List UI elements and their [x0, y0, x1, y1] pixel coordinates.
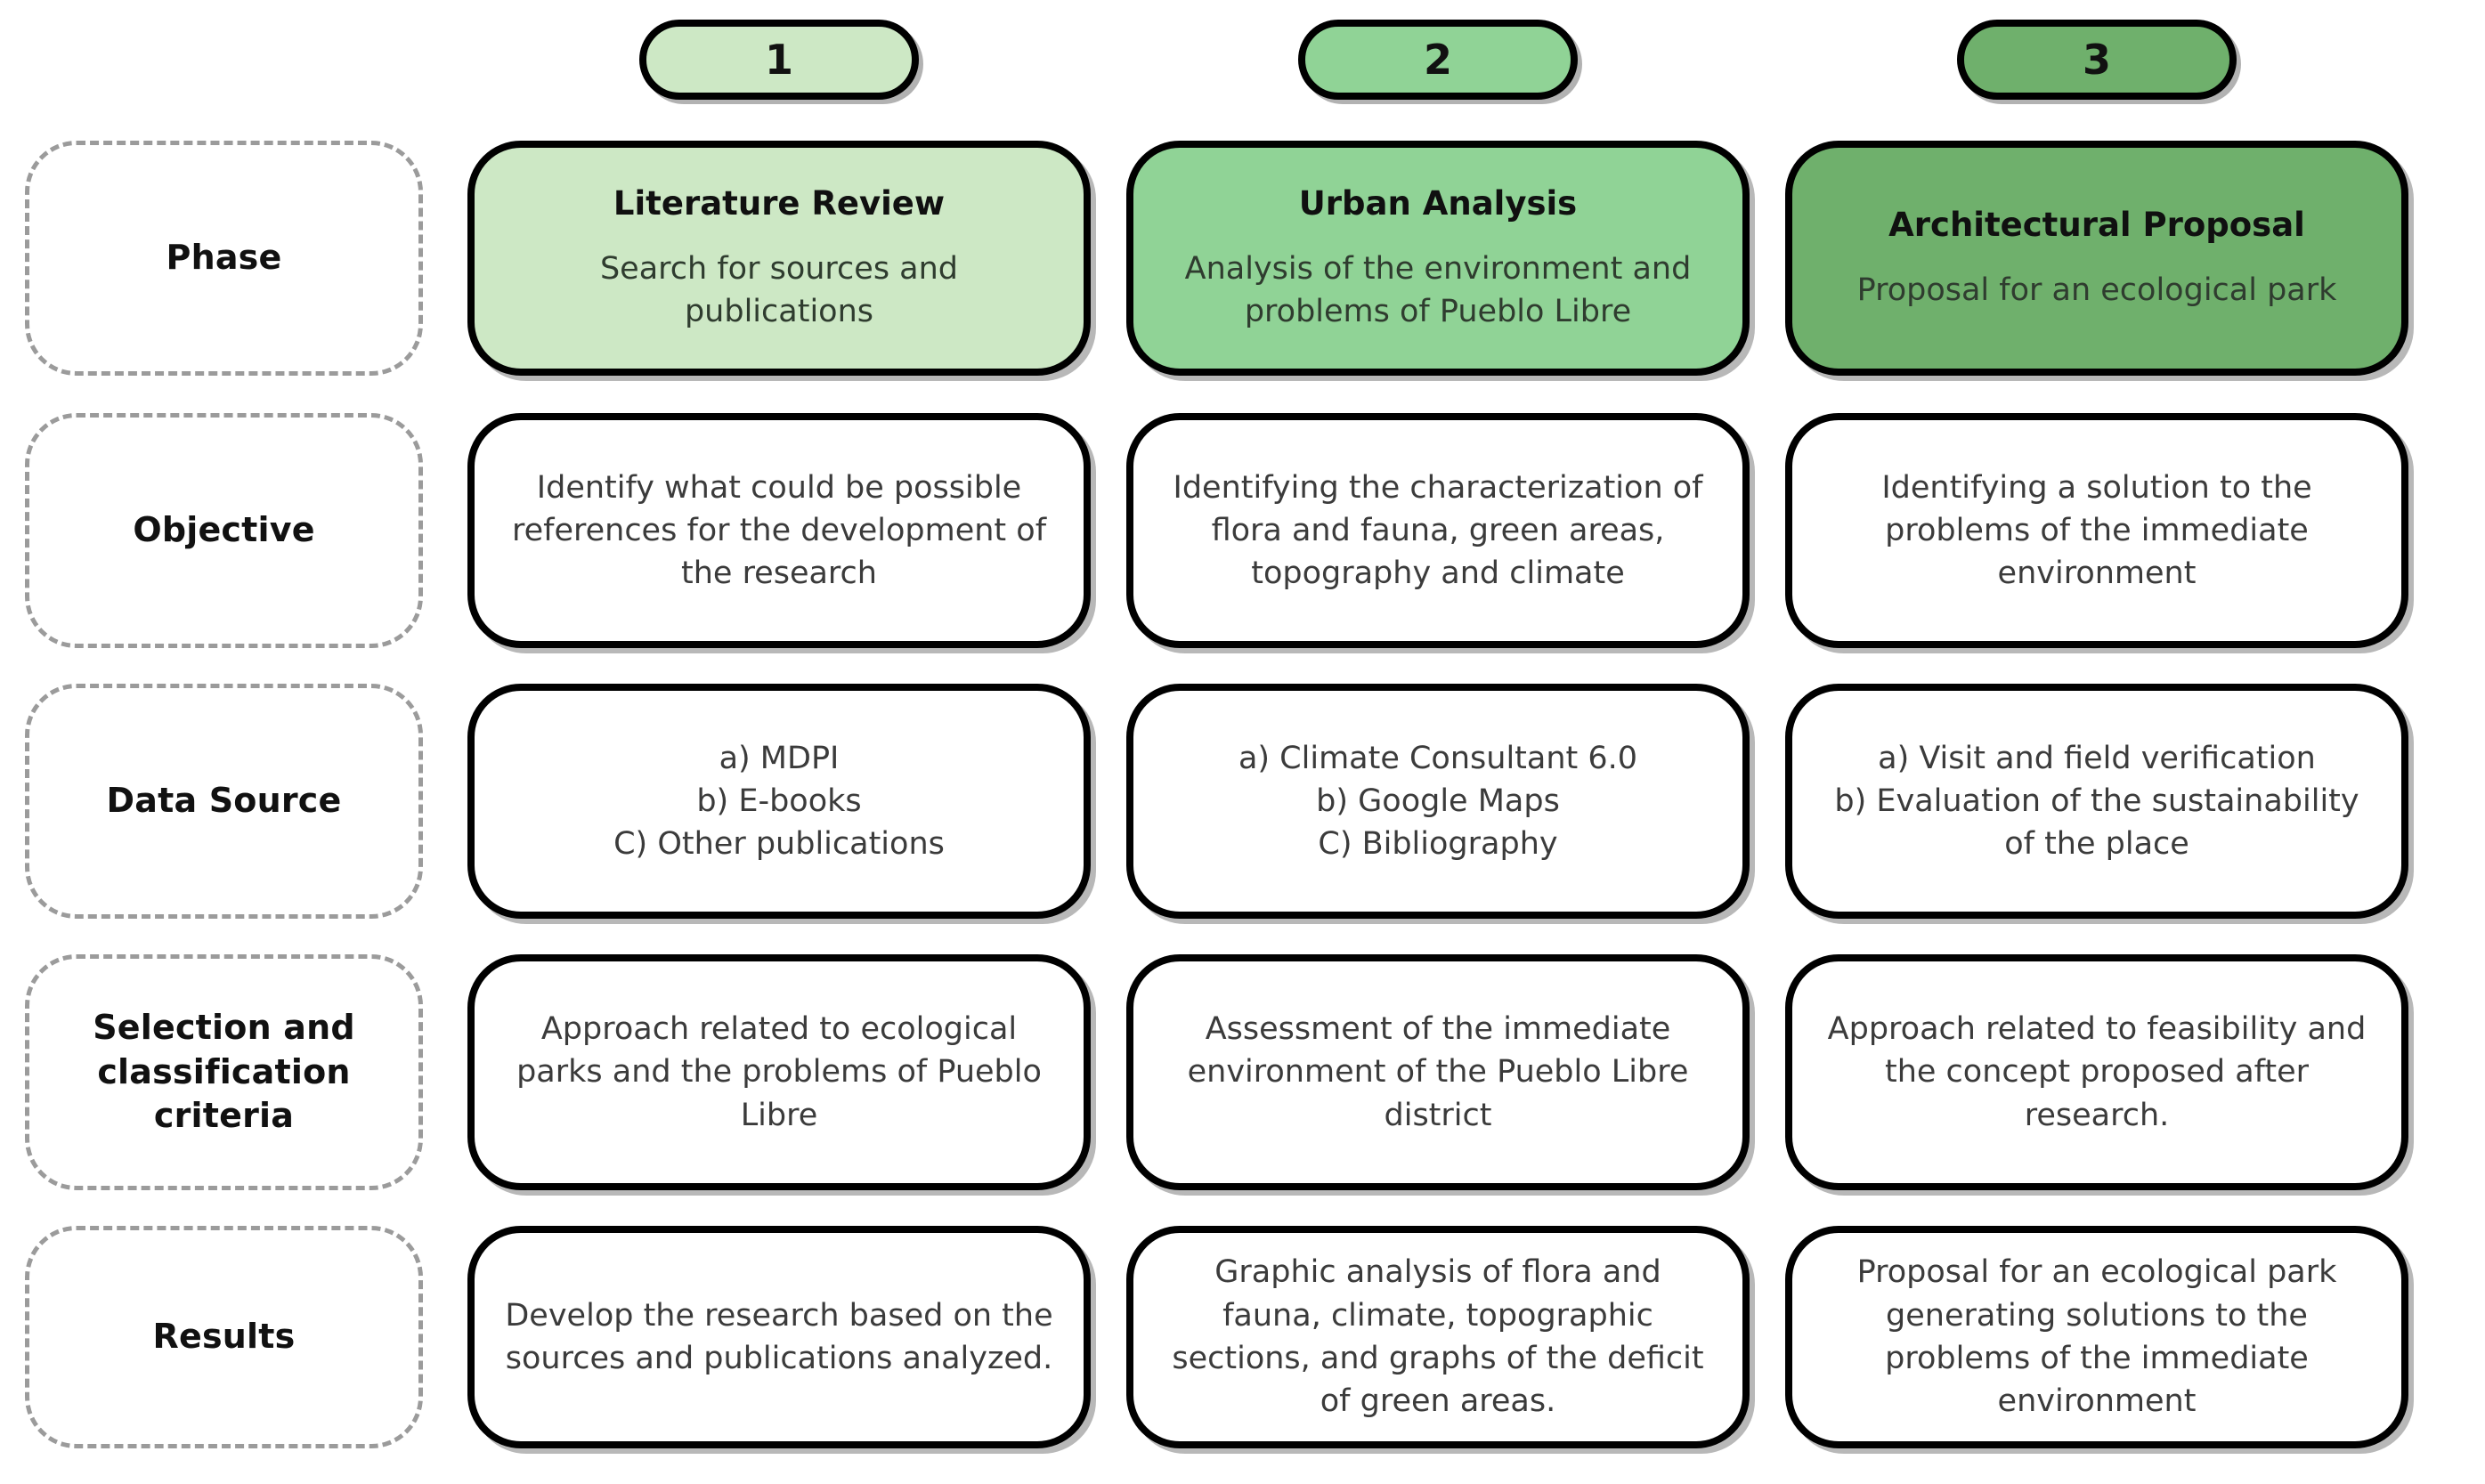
objective-card-column-3[interactable]: Identifying a solution to the problems o…: [1785, 413, 2408, 648]
results-text-column-3: Proposal for an ecological park generati…: [1856, 1254, 2337, 1420]
criteria-card-column-2[interactable]: Assessment of the immediate environment …: [1126, 954, 1750, 1190]
row-label-results-text: Results: [152, 1317, 296, 1357]
objective-card-column-2[interactable]: Identifying the characterization of flor…: [1126, 413, 1750, 648]
phase-body-column-1: Search for sources and publications: [599, 250, 959, 330]
data-source-card-column-1[interactable]: a) MDPI b) E-books C) Other publications: [467, 684, 1091, 919]
step-pill-2[interactable]: 2: [1298, 20, 1578, 100]
objective-card-column-1[interactable]: Identify what could be possible referenc…: [467, 413, 1091, 648]
objective-text-column-3: Identifying a solution to the problems o…: [1881, 469, 2312, 592]
criteria-card-column-3[interactable]: Approach related to feasibility and the …: [1785, 954, 2408, 1190]
phase-card-column-3[interactable]: Architectural Proposal Proposal for an e…: [1785, 141, 2408, 376]
row-label-data-source-text: Data Source: [106, 781, 342, 821]
data-source-text-column-1: a) MDPI b) E-books C) Other publications: [613, 740, 945, 863]
phase-title-column-3: Architectural Proposal: [1888, 205, 2305, 244]
phase-title-column-1: Literature Review: [613, 183, 946, 223]
results-card-column-3[interactable]: Proposal for an ecological park generati…: [1785, 1226, 2408, 1448]
data-source-card-column-2[interactable]: a) Climate Consultant 6.0 b) Google Maps…: [1126, 684, 1750, 919]
criteria-text-column-2: Assessment of the immediate environment …: [1187, 1011, 1689, 1133]
results-text-column-1: Develop the research based on the source…: [505, 1297, 1053, 1376]
results-card-column-2[interactable]: Graphic analysis of flora and fauna, cli…: [1126, 1226, 1750, 1448]
phase-body-column-2: Analysis of the environment and problems…: [1184, 250, 1692, 330]
row-label-data-source: Data Source: [25, 684, 423, 919]
data-source-text-column-2: a) Climate Consultant 6.0 b) Google Maps…: [1238, 740, 1638, 863]
row-label-objective-text: Objective: [133, 510, 315, 550]
step-pill-3-number: 3: [2082, 36, 2111, 84]
phase-title-column-2: Urban Analysis: [1298, 183, 1578, 223]
phase-card-column-1[interactable]: Literature Review Search for sources and…: [467, 141, 1091, 376]
step-pill-1-number: 1: [764, 36, 793, 84]
step-pill-2-number: 2: [1423, 36, 1452, 84]
phase-card-column-2[interactable]: Urban Analysis Analysis of the environme…: [1126, 141, 1750, 376]
data-source-text-column-3: a) Visit and field verification b) Evalu…: [1834, 740, 2359, 863]
criteria-text-column-1: Approach related to ecological parks and…: [516, 1011, 1042, 1133]
row-label-selection-criteria-text: Selection and classification criteria: [93, 1008, 355, 1136]
criteria-card-column-1[interactable]: Approach related to ecological parks and…: [467, 954, 1091, 1190]
row-label-results: Results: [25, 1226, 423, 1448]
row-label-selection-criteria: Selection and classification criteria: [25, 954, 423, 1190]
phase-body-column-3: Proposal for an ecological park: [1856, 272, 2337, 308]
step-pill-3[interactable]: 3: [1957, 20, 2237, 100]
step-pill-1[interactable]: 1: [639, 20, 919, 100]
objective-text-column-2: Identifying the characterization of flor…: [1173, 469, 1703, 592]
results-text-column-2: Graphic analysis of flora and fauna, cli…: [1172, 1254, 1704, 1420]
objective-text-column-1: Identify what could be possible referenc…: [511, 469, 1047, 592]
results-card-column-1[interactable]: Develop the research based on the source…: [467, 1226, 1091, 1448]
row-label-phase-text: Phase: [166, 238, 282, 278]
data-source-card-column-3[interactable]: a) Visit and field verification b) Evalu…: [1785, 684, 2408, 919]
row-label-objective: Objective: [25, 413, 423, 648]
row-label-phase: Phase: [25, 141, 423, 376]
criteria-text-column-3: Approach related to feasibility and the …: [1827, 1011, 2367, 1133]
